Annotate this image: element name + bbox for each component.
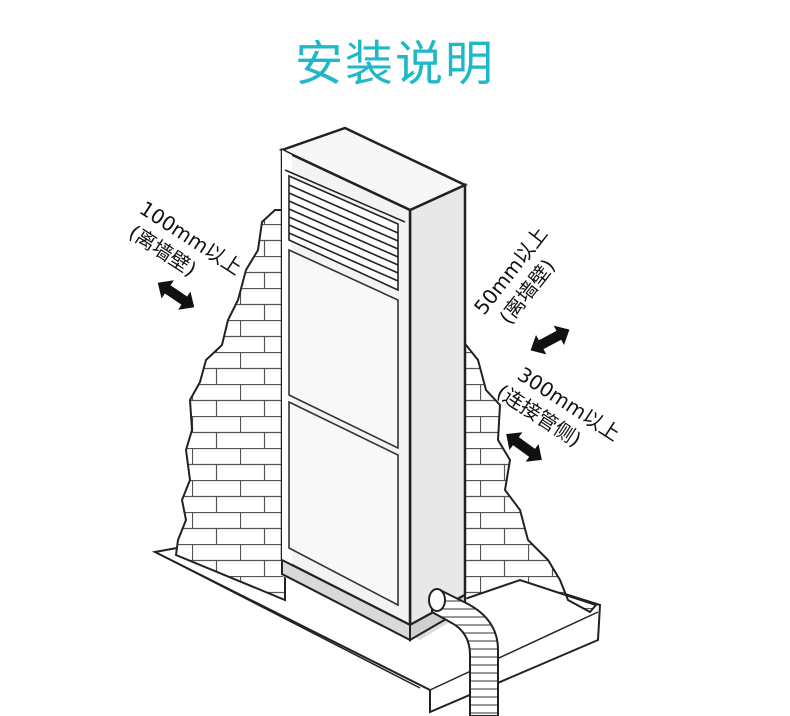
front-panel-upper [288, 248, 399, 450]
page-title: 安装说明 [294, 36, 495, 92]
right-brick-wall [461, 337, 598, 614]
front-panel-lower [288, 400, 399, 607]
left-brick-wall [174, 209, 286, 602]
air-outlet-grille [288, 174, 399, 292]
double-arrow-icon [151, 273, 201, 317]
ac-unit-side [408, 183, 467, 628]
double-arrow-icon [525, 319, 575, 361]
